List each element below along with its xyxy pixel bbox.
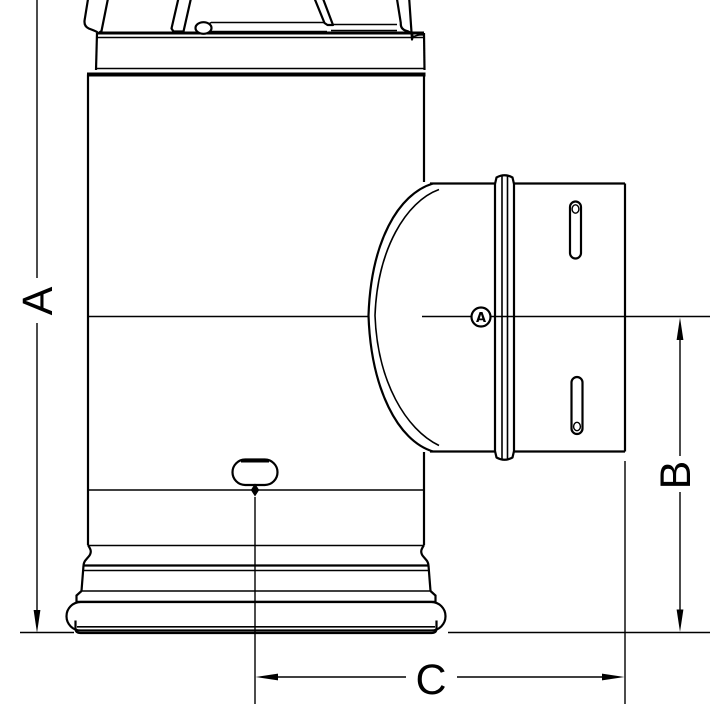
lock-tab-center-left [170,0,192,33]
lock-tab-center-right [313,0,335,27]
branch-slot-upper [568,200,583,260]
branch-outlet [367,174,627,461]
datum-marker: A [470,306,492,328]
bottom-bead [65,600,447,632]
neck-left-curve [82,544,92,566]
dim-c-arrow-right [602,673,625,681]
branch-slot-lower [570,375,584,436]
crimp-band-left [206,21,327,33]
pipe-top-crimp [83,0,426,71]
flare-left-edge [80,565,85,592]
dim-c-label: C [415,656,446,704]
neck-right-curve [420,544,430,566]
main-pipe-body [86,72,426,545]
flare-right-edge [427,565,432,592]
star-marker [250,483,260,497]
dim-a-arrow-down [33,610,41,633]
datum-label: A [476,311,486,326]
dim-c-arrow-left [255,673,278,681]
crimp-band-right [331,23,397,32]
dimension-b: B [448,317,710,634]
lock-hook-right [411,33,425,39]
centerlines [254,315,710,704]
flare-step-right [429,590,437,602]
saddle-outer-curve [367,182,434,453]
branch-slot-lower-detail [572,421,582,432]
branch-bead-ring [493,174,516,461]
pipe-bottom-flare [65,544,447,635]
dimension-c: C [255,461,626,704]
datum-circle [470,306,492,328]
dimension-a: A [14,0,74,634]
flare-step-left [75,590,83,602]
lock-tab-left [83,0,109,35]
saddle-inner-curve [374,188,440,447]
oval-slot [231,458,279,487]
collar-left-edge [94,32,99,71]
dim-b-label: B [652,461,700,490]
branch-slot-upper-detail [571,204,580,214]
collar-right-edge [422,32,426,71]
lock-hook-left [194,21,213,35]
bottom-rim-edge [74,620,438,635]
dim-b-arrow-up [676,317,684,340]
dim-b-arrow-down [676,609,684,632]
dim-a-label: A [14,286,62,315]
